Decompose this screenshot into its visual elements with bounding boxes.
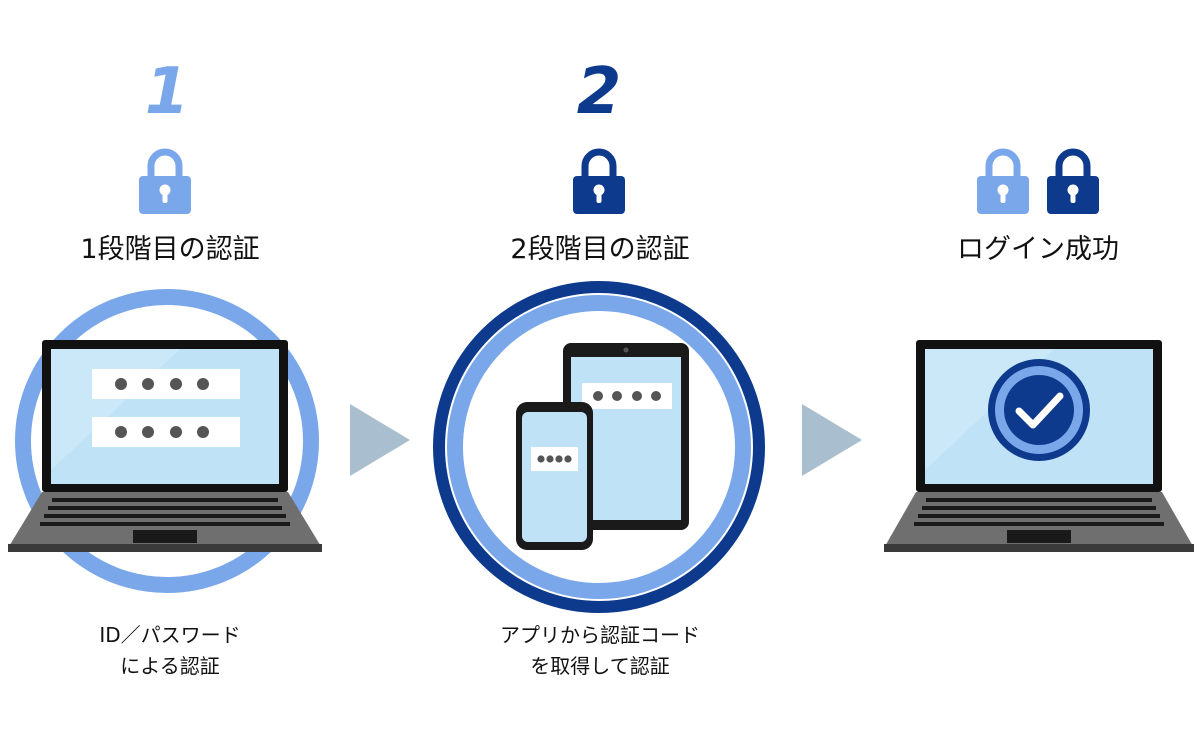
step2-outer-ring: [433, 281, 765, 613]
step1-caption-line2: による認証: [120, 654, 220, 678]
arrow-right-icon: [350, 404, 410, 476]
laptop-login-illustration: [8, 289, 322, 593]
step2-caption-line2: を取得して認証: [530, 654, 670, 678]
check-icon: [988, 359, 1090, 461]
id-field: [92, 369, 240, 399]
laptop-success-illustration: [884, 340, 1194, 552]
step2-caption-line1: アプリから認証コード: [500, 623, 700, 647]
step1-caption-line1: ID／パスワード: [99, 623, 241, 647]
lock-icon: [1047, 152, 1099, 214]
step1-caption: ID／パスワード による認証: [40, 620, 300, 682]
password-field: [92, 417, 240, 447]
arrow-right-icon: [802, 404, 862, 476]
lock-icon: [977, 152, 1029, 214]
step1-ring: [15, 289, 319, 593]
mobile-devices-illustration: [433, 281, 765, 613]
lock-icon: [573, 152, 625, 214]
touchpad: [133, 530, 197, 543]
success-heading: ログイン成功: [957, 234, 1119, 265]
step1-number: 1: [144, 55, 190, 129]
step2-caption: アプリから認証コード を取得して認証: [460, 620, 740, 682]
step2-number: 2: [576, 55, 622, 129]
step1-heading: 1段階目の認証: [80, 234, 260, 265]
lock-icon: [139, 152, 191, 214]
step2-inner-ring: [447, 295, 751, 599]
step2-heading: 2段階目の認証: [510, 234, 690, 265]
